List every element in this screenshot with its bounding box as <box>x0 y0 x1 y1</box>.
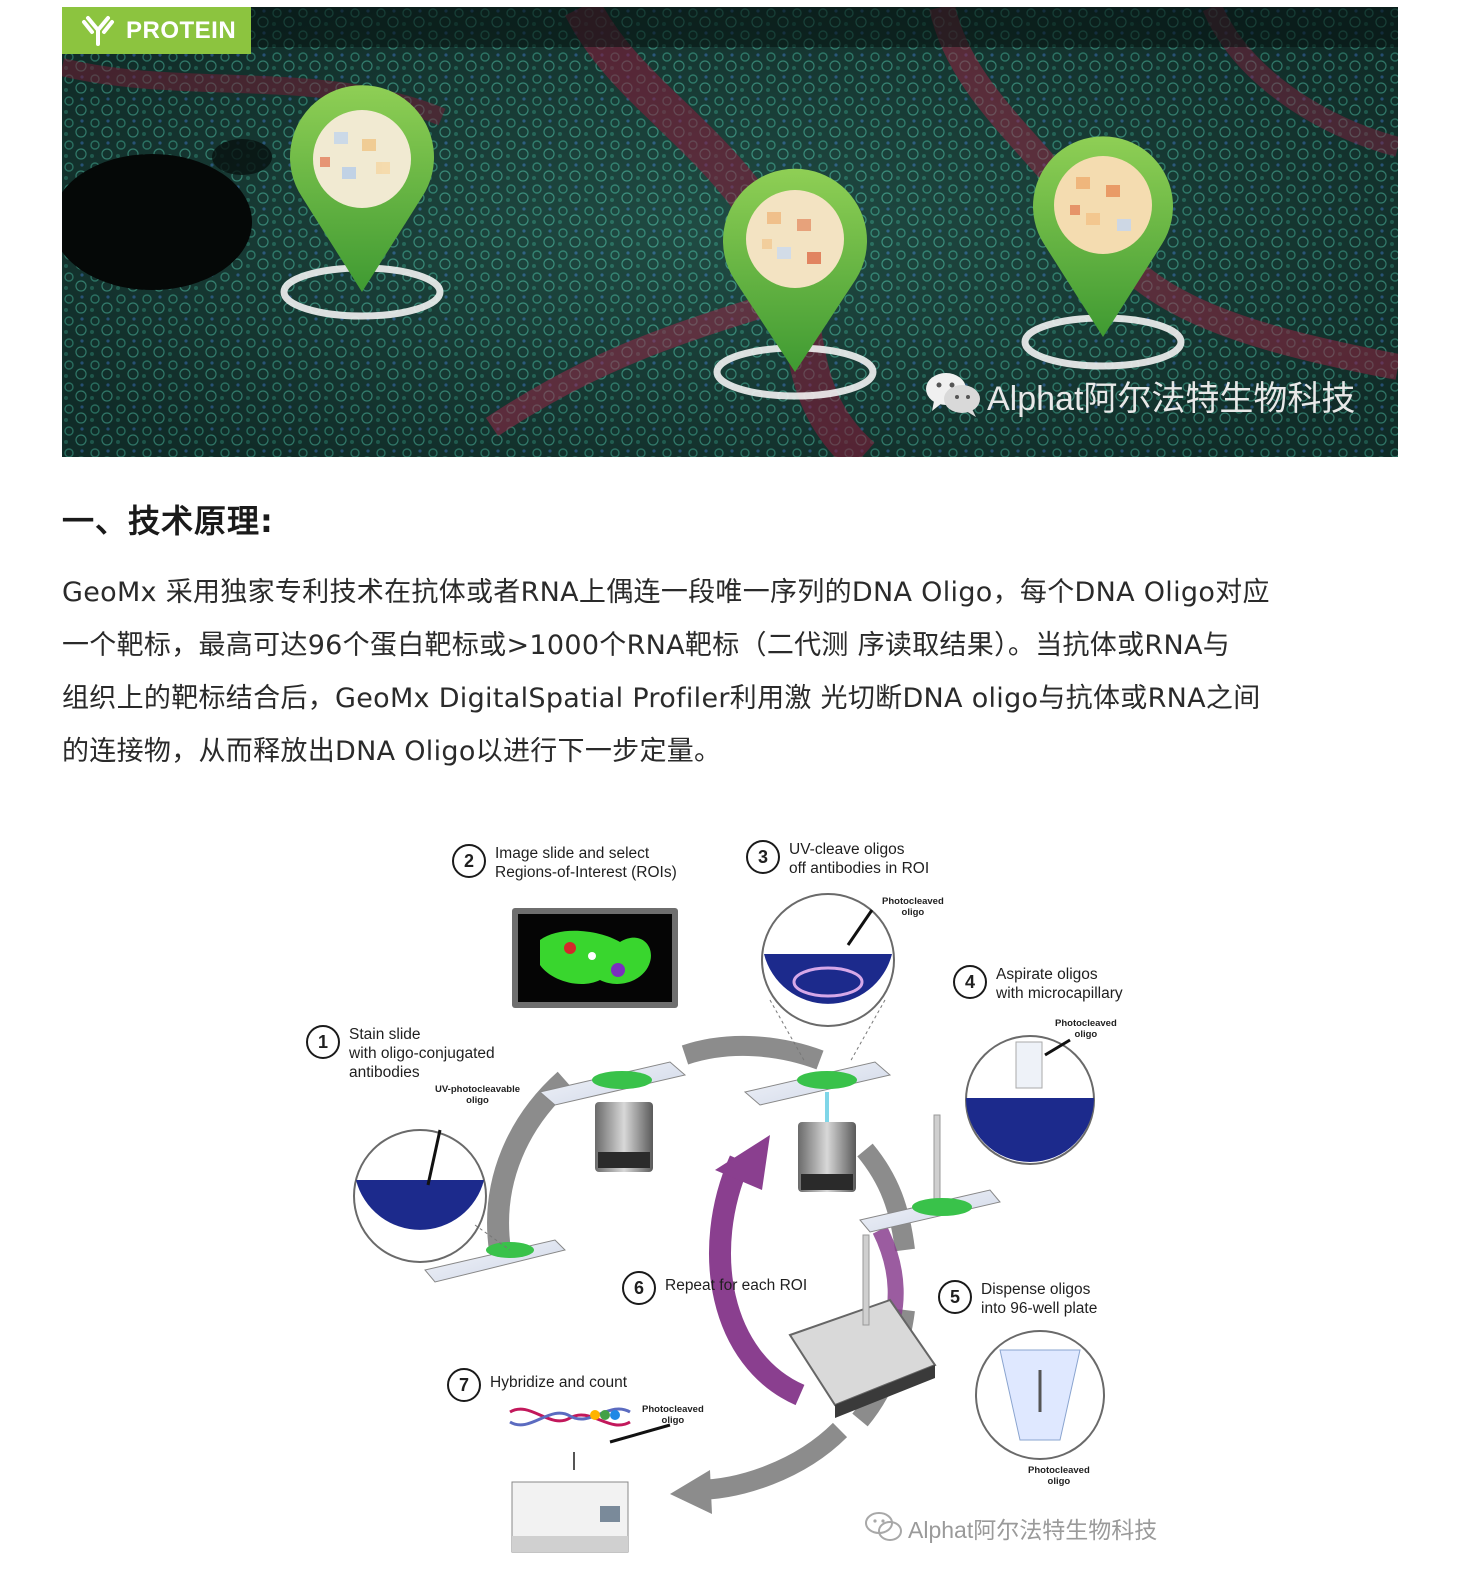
watermark-text: Alphat阿尔法特生物科技 <box>908 1517 1158 1543</box>
label-line: Photocleaved <box>1028 1465 1090 1476</box>
step-line: Repeat for each ROI <box>665 1277 808 1294</box>
step-number: 5 <box>938 1280 972 1314</box>
paragraph-line: 组织上的靶标结合后，GeoMx DigitalSpatial Profiler利… <box>62 683 1261 714</box>
tissue-fluorescence-image <box>62 7 1398 457</box>
step-text: Stain slide with oligo-conjugated antibo… <box>349 1025 495 1082</box>
map-pin-icon <box>290 85 435 292</box>
step-2: 2 Image slide and select Regions-of-Inte… <box>452 844 677 882</box>
map-pin-icon <box>1033 136 1173 337</box>
wechat-icon <box>864 1510 904 1548</box>
step-line: antibodies <box>349 1064 420 1081</box>
section-heading: 一、技术原理: <box>62 502 274 540</box>
step-line: Image slide and select <box>495 845 650 862</box>
step-1: 1 Stain slide with oligo-conjugated anti… <box>306 1025 495 1082</box>
step-line: into 96-well plate <box>981 1300 1098 1317</box>
step-number: 3 <box>746 840 780 874</box>
label-line: oligo <box>901 907 925 918</box>
step-text: Hybridize and count <box>490 1368 627 1392</box>
step-6: 6 Repeat for each ROI <box>622 1271 807 1305</box>
step-number: 4 <box>953 965 987 999</box>
hero-banner: PROTEIN Alphat阿尔法特生物科技 <box>62 7 1398 457</box>
step-number: 6 <box>622 1271 656 1305</box>
photocleaved-label: Photocleaved oligo <box>1055 1018 1117 1040</box>
label-line: oligo <box>1047 1476 1071 1487</box>
step-5: 5 Dispense oligos into 96-well plate <box>938 1280 1097 1318</box>
workflow-illustration <box>353 893 1105 1553</box>
label-line: oligo <box>1074 1029 1098 1040</box>
step-line: with oligo-conjugated <box>349 1045 495 1062</box>
watermark-text: Alphat阿尔法特生物科技 <box>987 380 1356 418</box>
label-line: oligo <box>661 1415 685 1426</box>
step-number: 1 <box>306 1025 340 1059</box>
step-line: off antibodies in ROI <box>789 860 930 877</box>
step-line: with microcapillary <box>996 985 1123 1002</box>
photocleaved-label: Photocleaved oligo <box>882 896 944 918</box>
step-7: 7 Hybridize and count <box>447 1368 627 1402</box>
step-line: UV-cleave oligos <box>789 841 905 858</box>
step-number: 7 <box>447 1368 481 1402</box>
label-line: Photocleaved <box>882 896 944 907</box>
map-pin-icon <box>723 168 868 372</box>
step-text: Aspirate oligos with microcapillary <box>996 965 1123 1003</box>
paragraph-line: GeoMx 采用独家专利技术在抗体或者RNA上偶连一段唯一序列的DNA Olig… <box>62 577 1270 608</box>
paragraph-line: 的连接物，从而释放出DNA Oligo以进行下一步定量。 <box>62 736 722 767</box>
photocleaved-label: Photocleaved oligo <box>1028 1465 1090 1487</box>
step-number: 2 <box>452 844 486 878</box>
step-4: 4 Aspirate oligos with microcapillary <box>953 965 1123 1003</box>
label-line: oligo <box>466 1095 489 1106</box>
label-line: Photocleaved <box>642 1404 704 1415</box>
step-line: Regions-of-Interest (ROIs) <box>495 864 677 881</box>
step-text: UV-cleave oligos off antibodies in ROI <box>789 840 929 878</box>
step-text: Repeat for each ROI <box>665 1271 807 1295</box>
step-line: Hybridize and count <box>490 1374 627 1391</box>
step-line: Aspirate oligos <box>996 966 1098 983</box>
step-line: Dispense oligos <box>981 1281 1091 1298</box>
label-line: UV-photocleavable <box>435 1084 520 1095</box>
geomx-workflow-diagram: 1 Stain slide with oligo-conjugated anti… <box>300 830 1160 1590</box>
step-line: Stain slide <box>349 1026 421 1043</box>
step-3: 3 UV-cleave oligos off antibodies in ROI <box>746 840 929 878</box>
principle-paragraph: GeoMx 采用独家专利技术在抗体或者RNA上偶连一段唯一序列的DNA Olig… <box>62 566 1402 778</box>
uv-oligo-label: UV-photocleavable oligo <box>435 1084 520 1106</box>
label-line: Photocleaved <box>1055 1018 1117 1029</box>
tag-label: PROTEIN <box>126 17 237 44</box>
protein-tag: PROTEIN <box>62 7 251 54</box>
step-text: Image slide and select Regions-of-Intere… <box>495 844 677 882</box>
paragraph-line: 一个靶标，最高可达96个蛋白靶标或>1000个RNA靶标（二代测 序读取结果）。… <box>62 630 1231 661</box>
step-text: Dispense oligos into 96-well plate <box>981 1280 1097 1318</box>
photocleaved-label: Photocleaved oligo <box>642 1404 704 1426</box>
